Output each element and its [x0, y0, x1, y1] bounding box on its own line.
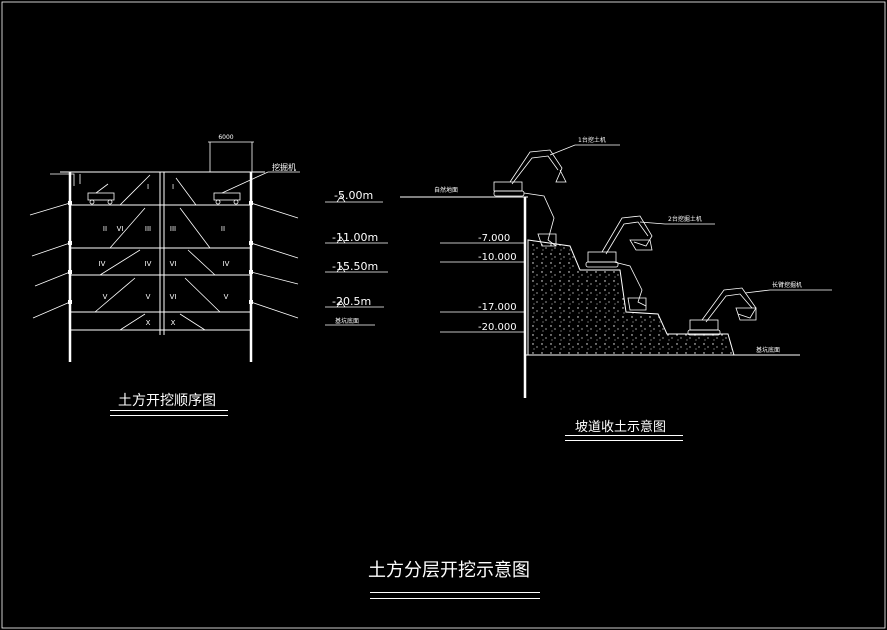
level-label: -7.000	[478, 233, 510, 244]
anchor-heads	[68, 201, 253, 304]
excavator-label: 2台挖掘土机	[668, 215, 702, 223]
bay-numeral: IV	[223, 260, 230, 268]
level-mark	[325, 195, 383, 203]
wall-top-marker	[50, 173, 81, 186]
left-title-underline	[110, 410, 228, 416]
left-section-title-text: 土方开挖顺序图	[118, 393, 216, 409]
left-level-marks: -5.00m -11.00m -15.50m -20.5m 基坑底面	[325, 189, 388, 326]
main-title: 土方分层开挖示意图	[368, 556, 530, 582]
bay-numeral: II	[221, 225, 225, 233]
main-title-underline	[370, 592, 540, 599]
bay-numeral: I	[172, 183, 174, 191]
right-section-title-text: 坡道收土示意图	[575, 420, 667, 435]
width-dimension-label: 6000	[218, 134, 233, 141]
ground-anchors	[29, 202, 299, 319]
machine-leader	[245, 171, 300, 183]
excavator-leader	[639, 221, 715, 225]
bay-numeral: VI	[170, 293, 177, 301]
soil-mass	[527, 239, 735, 356]
bay-numeral: IV	[145, 260, 152, 268]
bay-numeral: IV	[99, 260, 106, 268]
bottom-note: 基坑底面	[335, 317, 359, 325]
level-label: -11.00m	[332, 231, 378, 244]
excavator-leader	[549, 144, 620, 156]
width-dimension	[208, 141, 254, 172]
right-title-underline	[565, 435, 683, 441]
ground-label: 自然地面	[434, 186, 458, 194]
bay-numeral: II	[103, 225, 107, 233]
level-label: -10.000	[478, 252, 517, 263]
machine-label: 挖掘机	[272, 162, 296, 172]
bottom-label: 基坑底面	[756, 346, 780, 354]
level-mark	[325, 300, 384, 308]
bay-numeral: X	[146, 319, 151, 327]
left-section-title: 土方开挖顺序图	[118, 390, 216, 410]
bay-numerals: I I II II III III IV IV IV V V V VI VI V…	[99, 183, 230, 327]
bay-numeral: V	[103, 293, 108, 301]
bay-numeral: III	[170, 225, 176, 233]
excavator-icon	[493, 149, 567, 247]
main-title-text: 土方分层开挖示意图	[368, 560, 530, 581]
bay-numeral: X	[171, 319, 176, 327]
bay-numeral: I	[147, 183, 149, 191]
left-excavation-section: 6000 挖掘机 I I II II III III IV IV IV V	[29, 134, 300, 362]
excavator-leader	[744, 289, 832, 294]
right-section-title: 坡道收土示意图	[575, 416, 666, 435]
level-label: -5.00m	[334, 189, 373, 202]
bay-numeral: III	[145, 225, 151, 233]
excavator-label: 长臂挖掘机	[772, 281, 802, 289]
level-label: -15.50m	[332, 260, 378, 273]
level-label: -17.000	[478, 302, 517, 313]
excavator-icon	[687, 287, 757, 336]
drill-rig-icon	[213, 181, 247, 205]
level-label: -20.5m	[332, 295, 371, 308]
drill-rig-icon	[87, 183, 115, 205]
bay-numeral: V	[146, 293, 151, 301]
bay-numeral: VI	[170, 260, 177, 268]
bay-numeral: V	[224, 293, 229, 301]
excavator-icon	[585, 215, 653, 311]
stage-slopes	[94, 174, 221, 331]
level-mark	[325, 265, 388, 273]
excavator-label: 1台挖土机	[578, 136, 606, 144]
level-mark	[325, 236, 388, 244]
bay-numeral: VI	[117, 225, 124, 233]
right-ramp-section: 自然地面 基坑底面 -7.000 -10.000 -17.000 -20.000	[400, 136, 832, 398]
level-label: -20.000	[478, 322, 517, 333]
